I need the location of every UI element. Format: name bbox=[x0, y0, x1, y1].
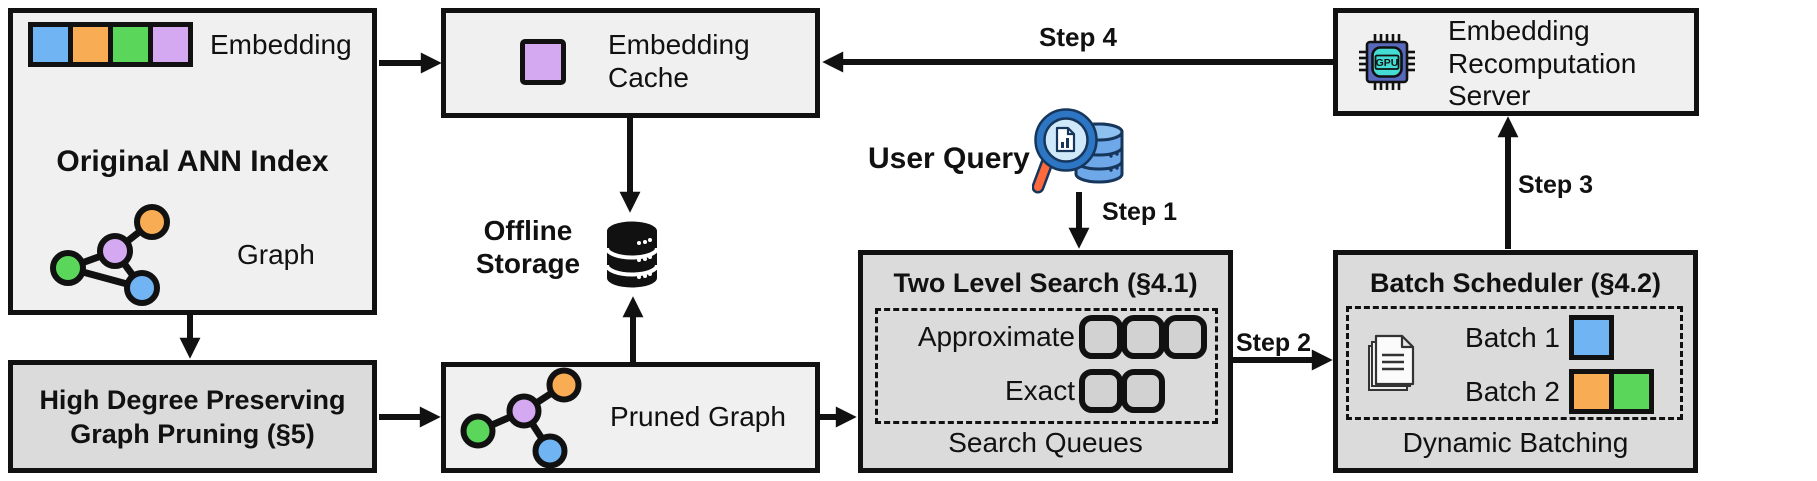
two-level-search-box: Two Level Search (§4.1) Approximate Exac… bbox=[858, 250, 1233, 473]
pruned-graph-label: Pruned Graph bbox=[610, 401, 786, 432]
queue-slot bbox=[1163, 315, 1207, 359]
batch-2-chip-green bbox=[1609, 369, 1654, 414]
graph-node-orange bbox=[134, 204, 170, 240]
embedding-cell-blue bbox=[28, 22, 73, 67]
graph-icon bbox=[50, 204, 170, 306]
batch-scheduler-box: Batch Scheduler (§4.2) Batch 1 bbox=[1333, 250, 1698, 473]
embedding-cell-purple bbox=[148, 22, 193, 67]
graph-node-green bbox=[50, 250, 86, 286]
user-query-label: User Query bbox=[868, 142, 1030, 175]
batch-1-chip-blue bbox=[1569, 315, 1614, 360]
pruned-graph-icon bbox=[460, 367, 582, 469]
search-queues-caption: Search Queues bbox=[948, 427, 1143, 458]
batch-1-label: Batch 1 bbox=[1465, 321, 1560, 353]
gpu-chip-icon: GPU bbox=[1359, 34, 1415, 90]
embedding-vector-icon bbox=[28, 22, 193, 67]
recomputation-server-label: Embedding Recomputation Server bbox=[1448, 15, 1637, 111]
embedding-cache-label: Embedding Cache bbox=[608, 29, 750, 93]
query-magnifier-database-icon bbox=[1032, 108, 1124, 194]
approximate-queue-row: Approximate bbox=[878, 315, 1215, 359]
two-level-search-title: Two Level Search (§4.1) bbox=[893, 268, 1198, 298]
offline-storage-database-icon bbox=[605, 221, 659, 288]
graph-label: Graph bbox=[237, 239, 315, 270]
batch-2-row: Batch 2 bbox=[1349, 369, 1654, 414]
dynamic-batching-caption: Dynamic Batching bbox=[1402, 427, 1629, 458]
document-in-lens-icon bbox=[1055, 126, 1076, 153]
original-ann-index-box: Embedding Original ANN Index Graph bbox=[8, 8, 377, 315]
graph-node-green bbox=[460, 413, 496, 449]
batch-scheduler-title: Batch Scheduler (§4.2) bbox=[1369, 268, 1662, 298]
step-2-label: Step 2 bbox=[1236, 329, 1312, 357]
step-1-label: Step 1 bbox=[1102, 198, 1178, 226]
recomputation-server-box: GPU Embedding Recomputation Server bbox=[1333, 8, 1699, 116]
queue-slot bbox=[1121, 315, 1165, 359]
graph-pruning-label: High Degree Preserving Graph Pruning (§5… bbox=[39, 384, 346, 449]
embedding-cell-green bbox=[108, 22, 153, 67]
magnifier-handle bbox=[1032, 156, 1054, 194]
search-queues-panel: Approximate Exact bbox=[875, 308, 1218, 424]
graph-node-orange bbox=[546, 367, 582, 403]
original-ann-index-title: Original ANN Index bbox=[56, 145, 329, 178]
graph-node-blue bbox=[124, 270, 160, 306]
step-4-label: Step 4 bbox=[1038, 22, 1118, 52]
graph-node-blue bbox=[532, 433, 568, 469]
dynamic-batching-panel: Batch 1 Batch 2 bbox=[1346, 306, 1683, 420]
batch-1-row: Batch 1 bbox=[1349, 315, 1614, 360]
embedding-cache-box: Embedding Cache bbox=[441, 8, 820, 118]
step-3-label: Step 3 bbox=[1518, 171, 1594, 199]
exact-queue-row: Exact bbox=[878, 369, 1215, 413]
magnifier-lens bbox=[1034, 108, 1098, 172]
batch-2-chip-orange bbox=[1569, 369, 1614, 414]
gpu-chip-label: GPU bbox=[1376, 57, 1399, 69]
graph-node-purple bbox=[506, 393, 542, 429]
document-stack-icon bbox=[1368, 334, 1415, 391]
graph-node-purple bbox=[97, 233, 133, 269]
queue-slot bbox=[1079, 315, 1123, 359]
cached-embedding-swatch-icon bbox=[520, 39, 566, 85]
batch-2-label: Batch 2 bbox=[1465, 375, 1560, 407]
graph-pruning-box: High Degree Preserving Graph Pruning (§5… bbox=[8, 360, 377, 473]
embedding-cell-orange bbox=[68, 22, 113, 67]
approximate-label: Approximate bbox=[917, 321, 1075, 352]
queue-slot bbox=[1121, 369, 1165, 413]
offline-storage-label: Offline Storage bbox=[475, 215, 581, 279]
pruned-graph-box: Pruned Graph bbox=[441, 362, 820, 473]
embedding-label: Embedding bbox=[210, 29, 352, 60]
exact-label: Exact bbox=[1004, 375, 1075, 406]
queue-slot bbox=[1079, 369, 1123, 413]
